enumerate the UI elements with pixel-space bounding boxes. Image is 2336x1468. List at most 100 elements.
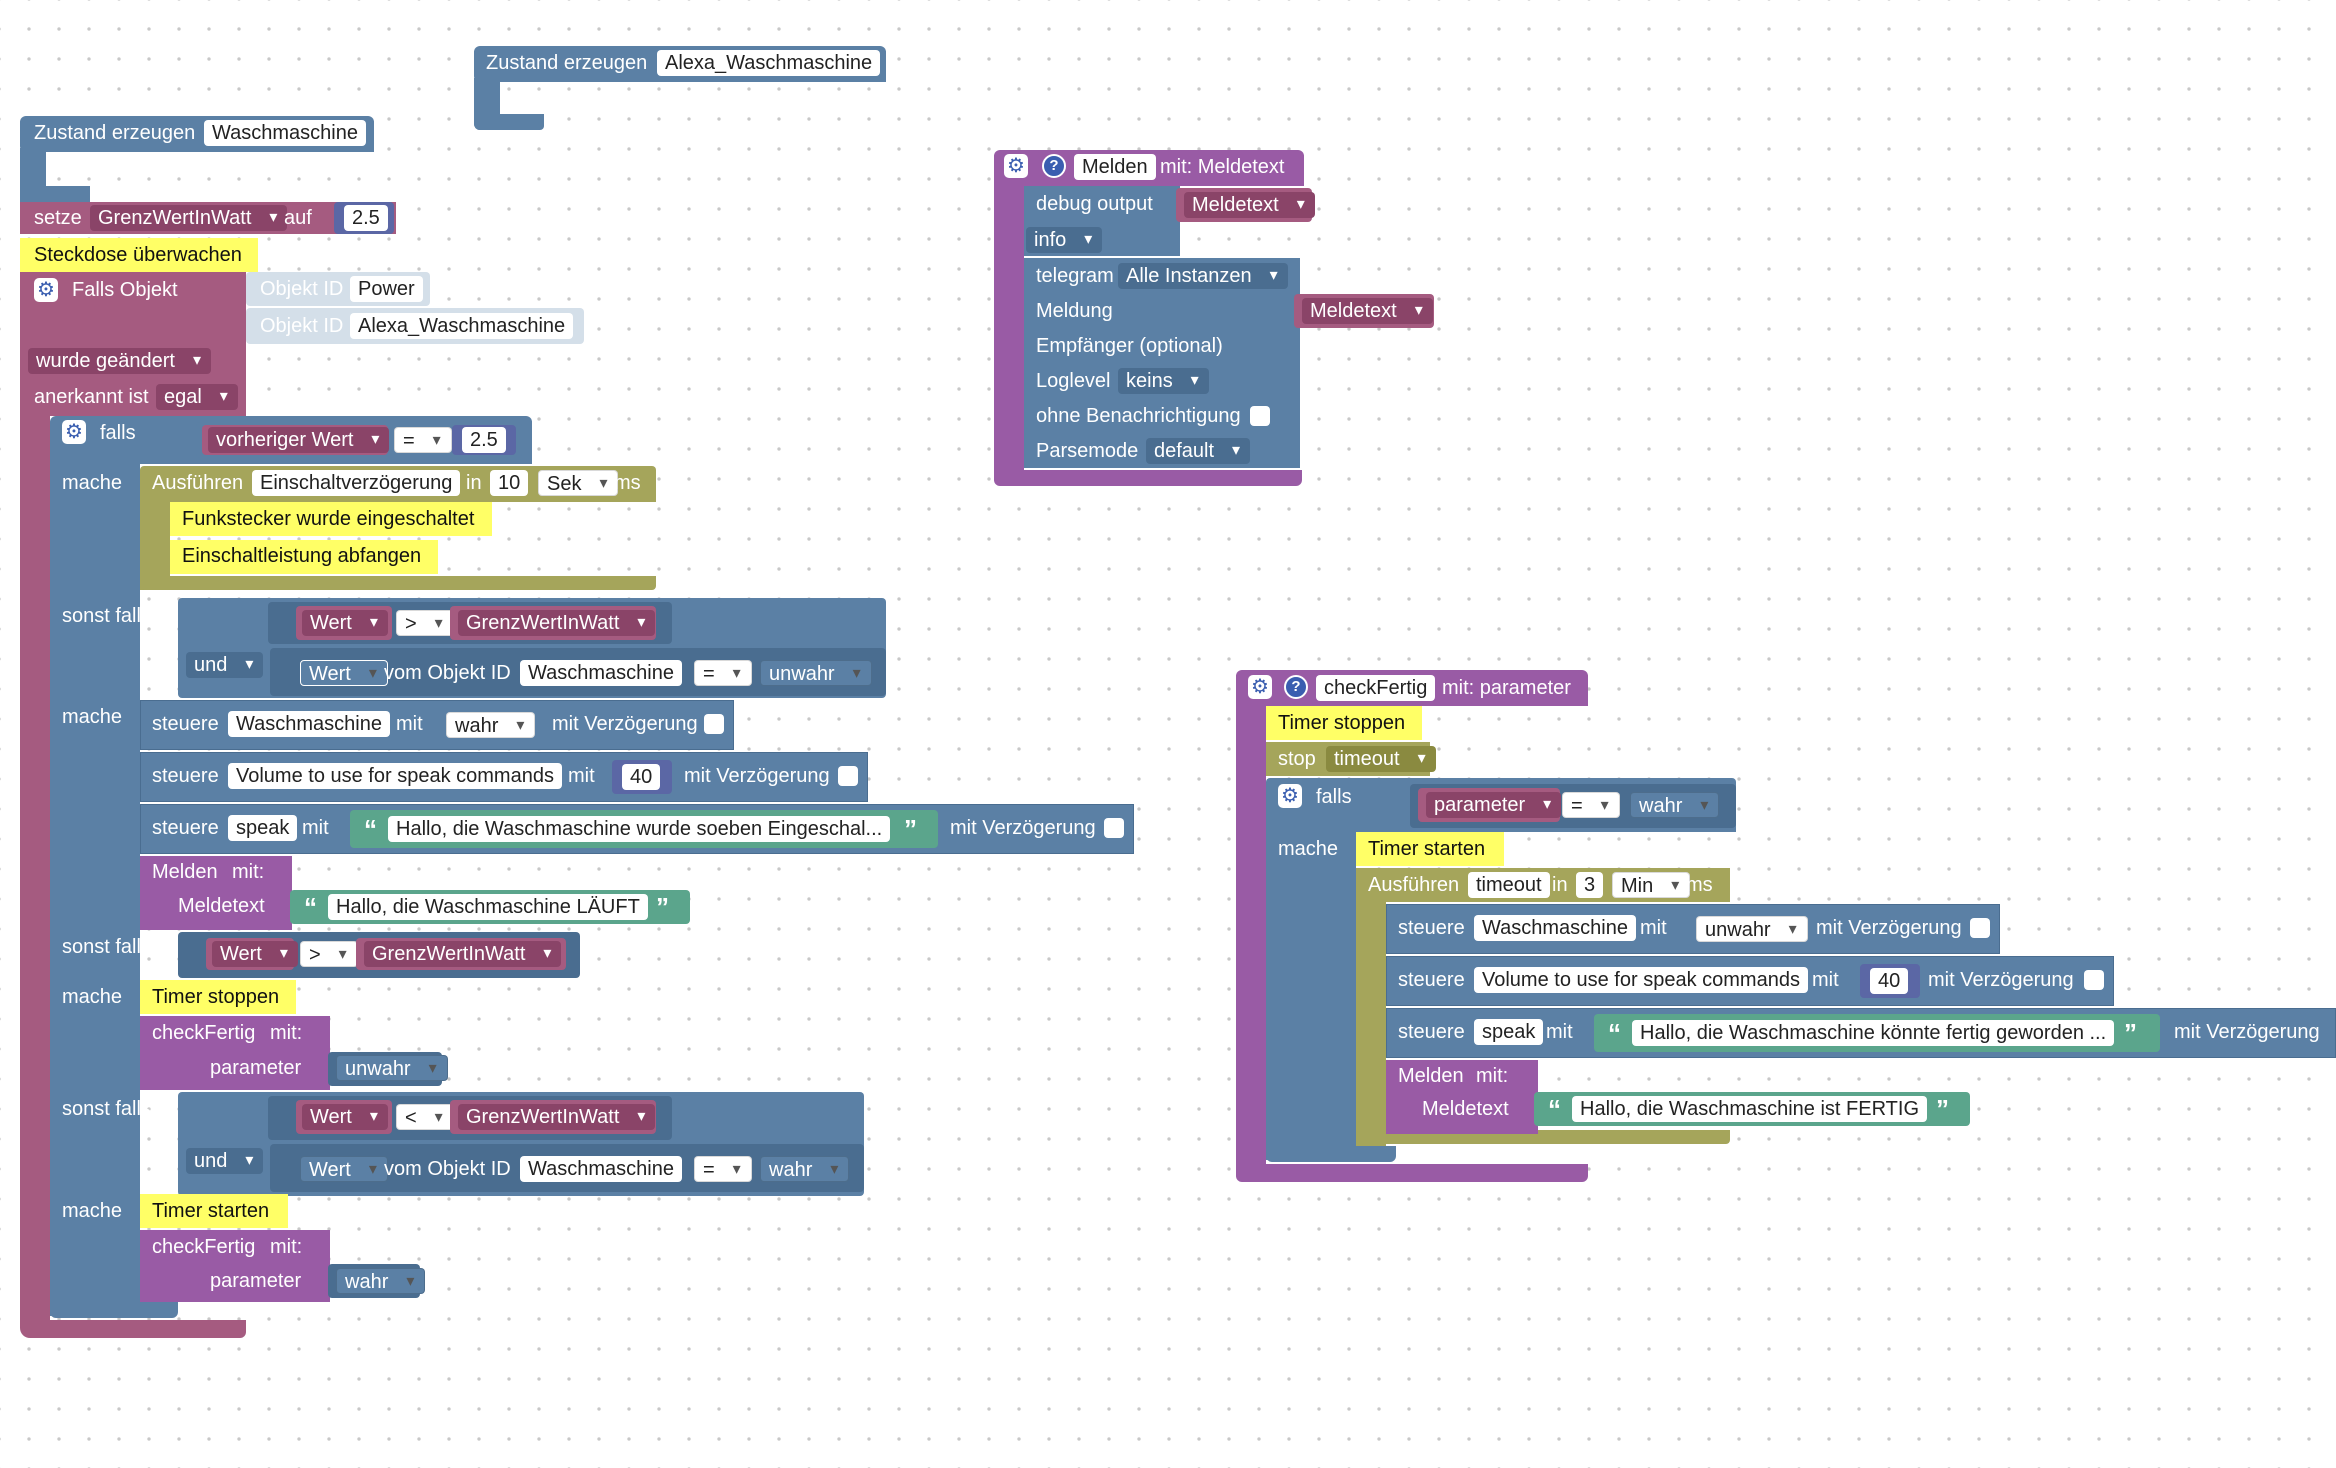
variable-dropdown[interactable]: parameter [1426, 792, 1562, 818]
if-block-spine [1266, 830, 1356, 1160]
operator-dropdown[interactable]: = [394, 427, 452, 454]
and-dropdown[interactable]: und [186, 1148, 264, 1174]
help-icon[interactable]: ? [1042, 154, 1066, 178]
parsemode-dropdown[interactable]: default [1146, 438, 1251, 464]
call-melden-block[interactable] [1386, 1060, 1538, 1134]
text-field[interactable]: Hallo, die Waschmaschine ist FERTIG [1572, 1096, 1927, 1122]
timer-stop-block[interactable] [140, 980, 296, 1014]
object-id-field[interactable]: Volume to use for speak commands [1474, 967, 1808, 993]
delay-checkbox[interactable] [704, 714, 724, 734]
operator-dropdown[interactable]: = [694, 660, 752, 687]
timeout-name-field[interactable]: timeout [1468, 872, 1550, 898]
bool-dropdown[interactable]: unwahr [336, 1055, 448, 1082]
bool-dropdown[interactable]: unwahr [1696, 916, 1808, 943]
number-field[interactable]: 2.5 [344, 205, 388, 231]
gear-icon[interactable]: ⚙ [1248, 675, 1272, 699]
object-id-field[interactable]: Volume to use for speak commands [228, 763, 562, 789]
prev-value-dropdown[interactable]: vorheriger Wert [208, 427, 390, 453]
gear-icon[interactable]: ⚙ [1004, 154, 1028, 178]
operator-dropdown[interactable]: > [300, 941, 358, 968]
variable-dropdown[interactable]: GrenzWertInWatt [90, 205, 288, 231]
operator-dropdown[interactable]: = [694, 1156, 752, 1183]
variable-dropdown[interactable]: GrenzWertInWatt [458, 1104, 656, 1130]
function-name-field[interactable]: Melden [1074, 154, 1156, 180]
text-field[interactable]: Hallo, die Waschmaschine könnte fertig g… [1632, 1020, 2115, 1046]
gear-icon[interactable]: ⚙ [62, 420, 86, 444]
variable-dropdown[interactable]: GrenzWertInWatt [364, 941, 562, 967]
object-id-field[interactable]: Power [350, 276, 423, 302]
value-dropdown[interactable]: Wert [212, 941, 298, 967]
number-field[interactable]: 2.5 [462, 427, 506, 453]
ack-dropdown[interactable]: egal [156, 384, 238, 410]
help-icon[interactable]: ? [1284, 675, 1308, 699]
comment-block[interactable] [170, 540, 438, 574]
function-name-field[interactable]: checkFertig [1316, 675, 1436, 701]
variable-dropdown[interactable]: Meldetext [1302, 298, 1433, 324]
loglevel-dropdown[interactable]: keins [1118, 368, 1209, 394]
log-level-dropdown[interactable]: info [1026, 227, 1103, 253]
value-dropdown[interactable]: Wert [300, 1156, 388, 1183]
if-label: falls [100, 422, 136, 444]
call-checkfertig-block[interactable] [140, 1016, 330, 1090]
operator-dropdown[interactable]: = [1562, 792, 1620, 819]
delay-checkbox[interactable] [1104, 818, 1124, 838]
comment-text: Funkstecker wurde eingeschaltet [182, 508, 475, 530]
value-dropdown[interactable]: Wert [302, 610, 388, 636]
silent-checkbox[interactable] [1250, 406, 1270, 426]
comment-block[interactable] [20, 238, 258, 272]
unit-dropdown[interactable]: Sek [538, 470, 619, 497]
call-melden-block[interactable] [140, 856, 292, 930]
text-field[interactable]: Hallo, die Waschmaschine LÄUFT [328, 894, 648, 920]
value-dropdown[interactable]: Wert [300, 660, 388, 687]
else-if-label: sonst falls [62, 605, 151, 627]
delay-checkbox[interactable] [2084, 970, 2104, 990]
delay-checkbox[interactable] [838, 766, 858, 786]
bool-dropdown[interactable]: wahr [1630, 792, 1720, 819]
timer-start-block[interactable] [140, 1194, 288, 1228]
object-id-field[interactable]: speak [228, 815, 298, 841]
bool-dropdown[interactable]: wahr [446, 712, 536, 739]
bool-dropdown[interactable]: unwahr [760, 660, 872, 687]
variable-dropdown[interactable]: GrenzWertInWatt [458, 610, 656, 636]
trigger-dropdown[interactable]: wurde geändert [28, 348, 211, 374]
and-dropdown[interactable]: und [186, 652, 264, 678]
variable-dropdown[interactable]: Meldetext [1184, 192, 1315, 218]
operator-dropdown[interactable]: > [396, 610, 454, 637]
delay-value-field[interactable]: 10 [490, 470, 529, 496]
gear-icon[interactable]: ⚙ [1278, 784, 1302, 808]
timer-stop-block[interactable] [1266, 706, 1422, 740]
timeout-dropdown[interactable]: timeout [1326, 746, 1436, 772]
timeout-name-field[interactable]: Einschaltverzögerung [252, 470, 461, 496]
value-dropdown[interactable]: Wert [302, 1104, 388, 1130]
object-id-label: Objekt ID [260, 315, 344, 337]
object-id-field[interactable]: Waschmaschine [228, 711, 390, 737]
number-field[interactable]: 40 [622, 764, 661, 790]
operator-dropdown[interactable]: < [396, 1104, 454, 1131]
call-checkfertig-block[interactable] [140, 1230, 330, 1302]
timer-start-block[interactable] [1356, 832, 1504, 866]
telegram-block[interactable] [1024, 258, 1300, 468]
ms-label: ms [1686, 874, 1713, 896]
gear-icon[interactable]: ⚙ [34, 278, 58, 302]
number-field[interactable]: 40 [1870, 968, 1909, 994]
object-id-field[interactable]: Alexa_Waschmaschine [350, 313, 574, 339]
comment-block[interactable] [170, 502, 492, 536]
debug-label: debug output [1036, 193, 1153, 215]
instance-dropdown[interactable]: Alle Instanzen [1118, 263, 1288, 289]
object-id-field[interactable]: Waschmaschine [1474, 915, 1636, 941]
delay-value-field[interactable]: 3 [1576, 872, 1604, 898]
bool-dropdown[interactable]: wahr [336, 1268, 426, 1295]
object-id-field[interactable]: Waschmaschine [520, 660, 682, 686]
function-call-with-label: mit: [232, 861, 265, 883]
object-id-field[interactable]: speak [1474, 1019, 1544, 1045]
state-name-field[interactable]: Waschmaschine [204, 120, 366, 146]
state-name-field[interactable]: Alexa_Waschmaschine [657, 50, 881, 76]
delay-checkbox[interactable] [1970, 918, 1990, 938]
unit-dropdown[interactable]: Min [1612, 872, 1691, 899]
object-id-field[interactable]: Waschmaschine [520, 1156, 682, 1182]
text-field[interactable]: Hallo, die Waschmaschine wurde soeben Ei… [388, 816, 891, 842]
bool-dropdown[interactable]: wahr [760, 1156, 850, 1183]
function-call-with-label: mit: [1476, 1065, 1509, 1087]
delay-label: mit Verzögerung [2174, 1021, 2320, 1043]
